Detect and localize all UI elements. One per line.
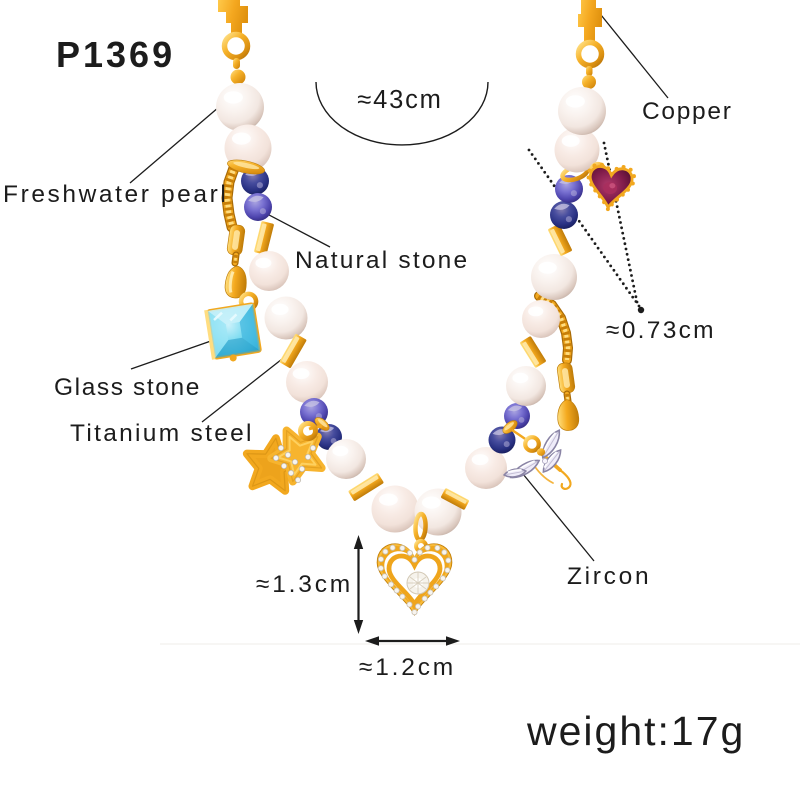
svg-text:weight:17g: weight:17g (526, 708, 745, 754)
svg-text:≈1.3cm: ≈1.3cm (256, 571, 353, 598)
svg-text:Natural stone: Natural stone (295, 247, 469, 274)
svg-text:≈43cm: ≈43cm (357, 86, 442, 114)
svg-text:Titanium steel: Titanium steel (70, 420, 254, 447)
svg-text:≈0.73cm: ≈0.73cm (606, 317, 716, 344)
svg-text:P1369: P1369 (56, 34, 175, 75)
svg-text:Glass stone: Glass stone (54, 374, 201, 401)
svg-text:Freshwater pearl: Freshwater pearl (3, 181, 228, 208)
svg-text:Zircon: Zircon (567, 563, 651, 590)
svg-text:≈1.2cm: ≈1.2cm (359, 654, 456, 681)
svg-text:Copper: Copper (642, 98, 733, 125)
